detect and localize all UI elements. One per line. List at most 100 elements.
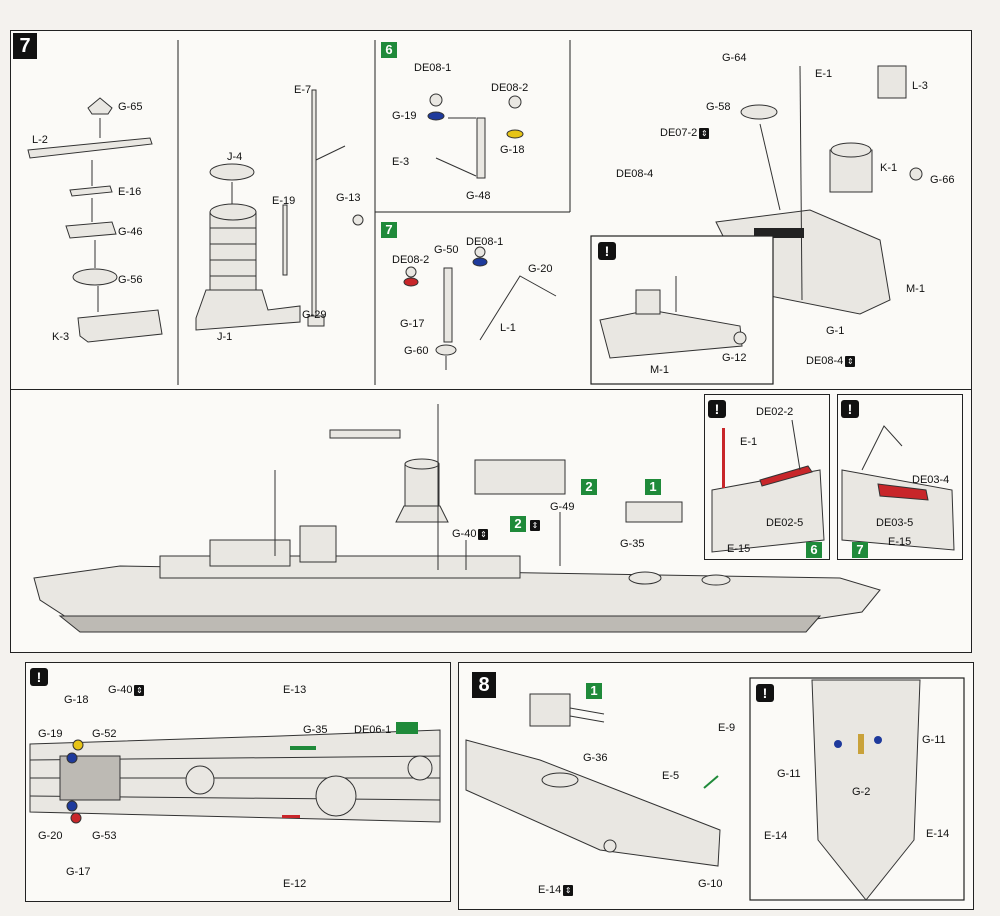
pe-icon: ⇕ [845, 355, 856, 367]
label-g40-deck-text: G-40 [108, 684, 133, 696]
label-de02-5: DE02-5 [766, 517, 804, 529]
label-g50: G-50 [434, 244, 459, 256]
label-g12: G-12 [722, 352, 747, 364]
label-l3: L-3 [912, 80, 928, 92]
label-g66: G-66 [930, 174, 955, 186]
label-e14-b: E-14 [926, 828, 950, 840]
label-de08-1b: DE08-1 [466, 236, 504, 248]
label-g11-b: G-11 [777, 768, 801, 780]
label-e9: E-9 [718, 722, 736, 734]
badge-step-2a: 2 [510, 516, 526, 532]
pe-icon: ⇕ [699, 127, 710, 139]
label-g35-ship: G-35 [620, 538, 645, 550]
pe-icon: ⇕ [134, 684, 145, 696]
label-g65: G-65 [118, 101, 143, 113]
label-de07-2-text: DE07-2 [660, 127, 698, 139]
label-e14-step8-text: E-14 [538, 884, 562, 896]
label-de03-4: DE03-4 [912, 474, 950, 486]
label-g11-a: G-11 [922, 734, 946, 746]
label-g60: G-60 [404, 345, 429, 357]
label-e15-b: E-15 [888, 536, 912, 548]
label-g20: G-20 [528, 263, 553, 275]
label-e13: E-13 [283, 684, 307, 696]
label-k1: K-1 [880, 162, 898, 174]
badge-step-6b: 6 [806, 542, 822, 558]
label-l2: L-2 [32, 134, 48, 146]
badge-step-6: 6 [381, 42, 397, 58]
label-g40-ship-text: G-40 [452, 528, 477, 540]
label-j4: J-4 [227, 151, 243, 163]
badge-step-1: 1 [645, 479, 661, 495]
label-g36: G-36 [583, 752, 608, 764]
warning-icon: ! [708, 400, 726, 418]
panel-a-parts [27, 97, 163, 343]
label-g10: G-10 [698, 878, 723, 890]
step-number-8: 8 [472, 672, 496, 698]
panel-c7-mast [403, 246, 557, 370]
label-g29: G-29 [302, 309, 327, 321]
label-de03-5: DE03-5 [876, 517, 914, 529]
warning-icon: ! [30, 668, 48, 686]
label-de06-1: DE06-1 [354, 724, 392, 736]
label-g48: G-48 [466, 190, 491, 202]
label-de08-4: DE08-4 [616, 168, 654, 180]
label-e1: E-1 [815, 68, 833, 80]
pe-icon: ⇕ [530, 520, 540, 531]
label-e14-step8: E-14⇕ [538, 884, 574, 896]
badge-step-7b: 7 [852, 542, 868, 558]
pe-icon: ⇕ [563, 884, 574, 896]
label-e12: E-12 [283, 878, 307, 890]
label-g18: G-18 [500, 144, 525, 156]
label-g49: G-49 [550, 501, 575, 513]
label-de08-2: DE08-2 [491, 82, 529, 94]
badge-step-2b: 2 [581, 479, 597, 495]
label-g58: G-58 [706, 101, 731, 113]
label-de08-2b: DE08-2 [392, 254, 430, 266]
label-l1: L-1 [500, 322, 516, 334]
label-g17-deck: G-17 [66, 866, 91, 878]
label-e14-a: E-14 [764, 830, 788, 842]
panel-b-funnel [195, 89, 364, 331]
label-g40-deck: G-40⇕ [108, 684, 145, 696]
label-m1-inset: M-1 [650, 364, 669, 376]
step-number-7: 7 [13, 33, 37, 59]
label-e16: E-16 [118, 186, 142, 198]
label-g19: G-19 [392, 110, 417, 122]
label-de08-4b: DE08-4⇕ [806, 355, 856, 367]
warning-icon: ! [841, 400, 859, 418]
label-g52: G-52 [92, 728, 117, 740]
badge-step-7: 7 [381, 222, 397, 238]
label-g46: G-46 [118, 226, 143, 238]
label-m1: M-1 [906, 283, 925, 295]
label-de08-1: DE08-1 [414, 62, 452, 74]
label-g40-ship: G-40⇕ [452, 528, 489, 540]
label-g56: G-56 [118, 274, 143, 286]
label-e19: E-19 [272, 195, 296, 207]
pe-icon: ⇕ [478, 528, 489, 540]
badge-step-1b: 1 [586, 683, 602, 699]
label-e5: E-5 [662, 770, 680, 782]
label-e15-a: E-15 [727, 543, 751, 555]
panel-c6-mast [427, 93, 524, 179]
panel-d-bridge [590, 65, 923, 385]
label-g35-deck: G-35 [303, 724, 328, 736]
label-g53: G-53 [92, 830, 117, 842]
label-g1: G-1 [826, 325, 845, 337]
label-de02-2: DE02-2 [756, 406, 794, 418]
warning-icon: ! [598, 242, 616, 260]
label-g2: G-2 [852, 786, 871, 798]
label-g18-deck: G-18 [64, 694, 89, 706]
step7-panel [10, 30, 972, 390]
label-j1: J-1 [217, 331, 233, 343]
label-k3: K-3 [52, 331, 70, 343]
label-de08-4b-text: DE08-4 [806, 355, 844, 367]
label-e1-inset: E-1 [740, 436, 758, 448]
label-de07-2: DE07-2⇕ [660, 127, 710, 139]
label-g17: G-17 [400, 318, 425, 330]
